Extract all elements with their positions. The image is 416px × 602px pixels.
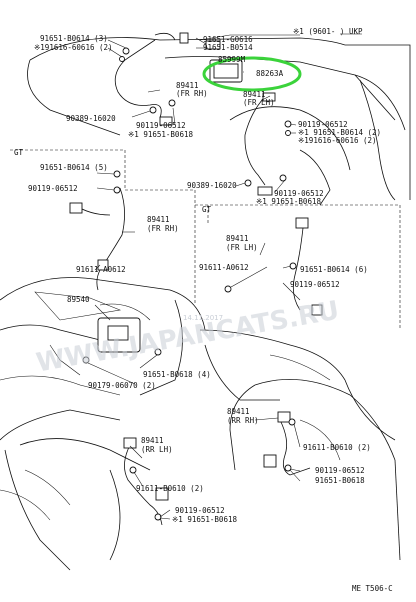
label-fr-lh-top-num: 89411 — [243, 90, 266, 99]
clamp-right-d — [244, 179, 252, 187]
bolt-rr-rh-a — [288, 418, 296, 426]
label-gt-right-c: 90119-06512 — [290, 280, 340, 289]
label-gt-left-c: 91611-A0612 — [76, 265, 126, 274]
highlight-ring — [202, 56, 302, 92]
label-right-c: ※191616-60616 (2) — [298, 136, 377, 145]
gt-frames — [10, 149, 401, 330]
label-right-a: 90119-06512 — [298, 120, 348, 129]
label-ecu-a: 91651-B0618 (4) — [143, 370, 211, 379]
label-rr-rh-a: 91611-B0610 (2) — [303, 443, 371, 452]
bolt-right-e — [279, 174, 287, 182]
label-gt-left-num: 89411 — [147, 215, 170, 224]
label-top-left-1: 91651-B0614 (3) — [40, 34, 108, 43]
header-note: ※1 (9601- ) UKP — [293, 27, 363, 36]
label-rr-lh-tag: (RR LH) — [141, 445, 173, 454]
bolt-gt-right-a — [224, 285, 232, 293]
bolt-ecu-a — [154, 348, 162, 356]
connector-rr-rh — [277, 411, 291, 423]
label-bolt-b: 90119-06512 — [136, 121, 186, 130]
label-gt-right-num: 89411 — [226, 234, 249, 243]
label-right-b: ※1 91651-B0614 (2) — [298, 128, 381, 137]
bolt-90119-top — [168, 99, 176, 107]
label-fr-rh-top-tag: (FR RH) — [176, 89, 208, 98]
label-fr-rh-top-num: 89411 — [176, 81, 199, 90]
connector-fr-lh — [262, 92, 276, 102]
sensor-rr-lh — [155, 487, 169, 501]
ecu-89540-face — [107, 325, 129, 341]
leader-lines — [87, 37, 301, 520]
label-gt-left: GT — [14, 148, 24, 157]
bolt-gt-left-b — [113, 186, 121, 194]
footer-code: ME T506-C — [352, 584, 393, 593]
label-rr-rh-c: 91651-B0618 — [315, 476, 365, 485]
label-gt-left-a: 91651-B0614 (5) — [40, 163, 108, 172]
label-top-mid-1: 91651-G0616 — [203, 35, 253, 44]
sensor-rr-rh — [263, 454, 277, 468]
label-rr-rh-num: 89411 — [227, 407, 250, 416]
bracket-91651-g0616 — [205, 40, 221, 50]
label-ecu-b: 90179-06070 (2) — [88, 381, 156, 390]
connector-gt-right — [295, 217, 309, 229]
sensor-gt-right — [311, 304, 323, 316]
connector-rr-lh — [123, 437, 137, 449]
sensor-wires — [74, 32, 311, 526]
label-rr-rh-tag: (RR RH) — [227, 416, 259, 425]
label-bolt-c: ※1 91651-B0618 — [128, 130, 193, 139]
bolt-rr-rh-b — [284, 464, 292, 472]
label-gt-right-a: 91611-A0612 — [199, 263, 249, 272]
watermark-date: 14.11.2017 — [183, 314, 223, 322]
bolt-rr-lh-b — [154, 513, 162, 521]
labels: ※1 (9601- ) UKP 91651-B0614 (3) ※191616-… — [14, 27, 393, 593]
sensor-fr-lh — [257, 186, 273, 196]
bolt-rr-lh-a — [129, 466, 137, 474]
label-bolt-a: 90389-16020 — [66, 114, 116, 123]
label-right-e: 90119-06512 — [274, 189, 324, 198]
label-rr-lh-num: 89411 — [141, 436, 164, 445]
label-rr-lh-b: 90119-06512 — [175, 506, 225, 515]
sensor-fr-rh — [159, 116, 173, 126]
label-top-mid-2: 91651-B0514 — [203, 43, 253, 52]
label-rr-lh-a: 91611-B0610 (2) — [136, 484, 204, 493]
bolt-right-b — [285, 130, 291, 136]
car-body-outlines — [0, 34, 411, 571]
label-right-f: ※1 91651-B0618 — [256, 197, 321, 206]
label-gt-right: GT — [202, 205, 212, 214]
parts — [69, 32, 323, 521]
label-fr-lh-top-tag: (FR LH) — [243, 98, 275, 107]
bolt-91651-b0614 — [122, 47, 130, 55]
label-top-left-2: ※191616-60616 (2) — [34, 43, 113, 52]
label-rr-rh-b: 90119-06512 — [315, 466, 365, 475]
clamp-90389 — [149, 106, 157, 114]
connector-gt-left — [69, 202, 83, 214]
label-rr-lh-c: ※1 91651-B0618 — [172, 515, 237, 524]
label-highlighted-part: 88263A — [256, 69, 284, 78]
label-gt-right-tag: (FR LH) — [226, 243, 258, 252]
abs-ecu-face — [213, 63, 239, 79]
bolt-ecu-b — [82, 356, 90, 364]
connector-top-left — [179, 32, 189, 44]
label-gt-left-tag: (FR RH) — [147, 224, 179, 233]
sensor-gt-left — [97, 259, 109, 271]
label-ecu-num: 89540 — [67, 295, 90, 304]
watermark: WWW.JAPANCATS.RU — [34, 296, 341, 379]
label-gt-right-b: 91651-B0614 (6) — [300, 265, 368, 274]
label-top-mid-3: 85999M — [218, 55, 246, 64]
label-right-d: 90389-16020 — [187, 181, 237, 190]
bolt-gt-left-a — [113, 170, 121, 178]
bolt-91616-60616 — [119, 56, 125, 62]
label-gt-left-b: 90119-06512 — [28, 184, 78, 193]
